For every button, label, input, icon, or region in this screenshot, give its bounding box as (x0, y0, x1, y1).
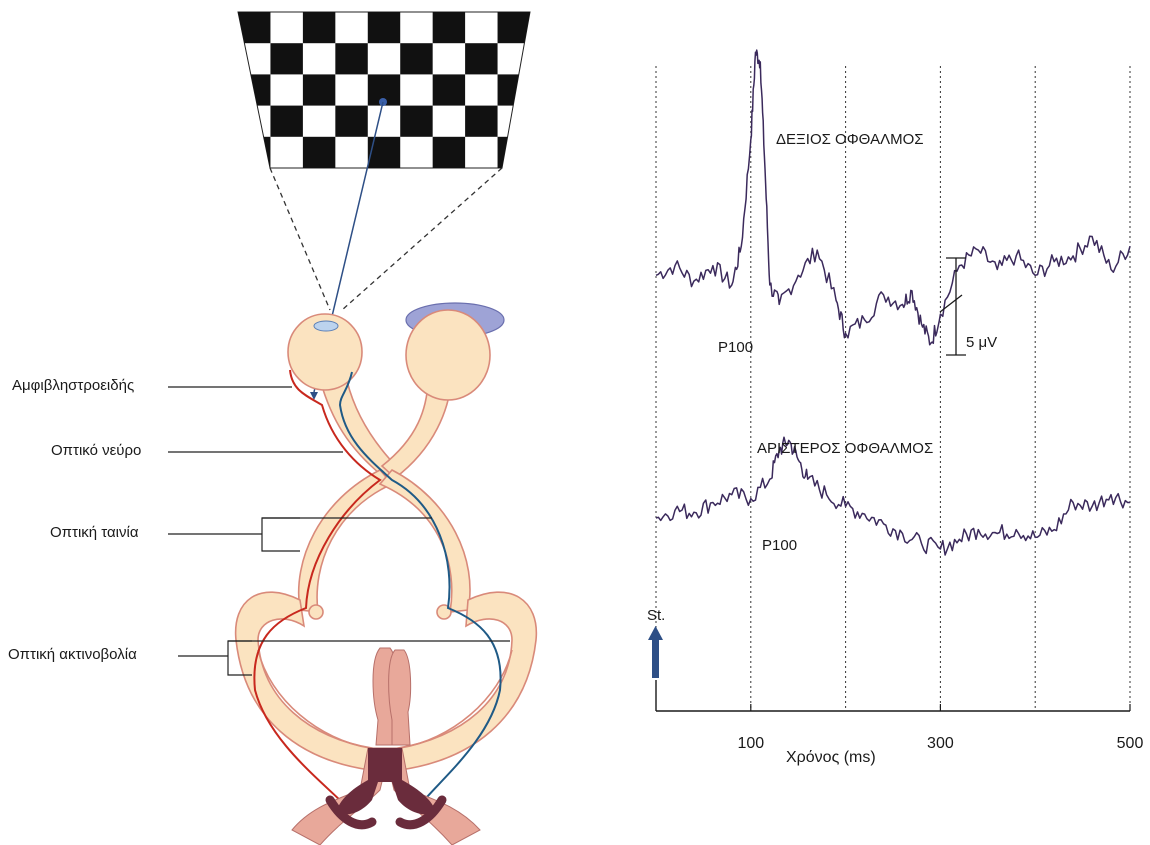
checker-square (303, 12, 335, 43)
visual-pathway-diagram (168, 12, 536, 845)
label-optic-nerve: Οπτικό νεύρο (51, 442, 141, 459)
series-label-right-eye: ΔΕΞΙΟΣ ΟΦΘΑΛΜΟΣ (776, 131, 924, 148)
checker-square (335, 43, 367, 74)
x-axis-label: Χρόνος (ms) (786, 749, 876, 766)
checker-square (238, 137, 270, 168)
checker-square (368, 12, 400, 43)
x-tick-label: 500 (1117, 735, 1144, 752)
checker-square (270, 106, 302, 137)
vertical-grid (656, 66, 1130, 708)
peak-label-left-eye: P100 (762, 537, 797, 554)
checker-square (270, 43, 302, 74)
checker-square (400, 106, 432, 137)
peak-label-right-eye: P100 (718, 339, 753, 356)
label-retina: Αμφιβληστροειδής (12, 377, 134, 394)
checker-square (368, 137, 400, 168)
stimulus-arrow-icon (648, 626, 663, 678)
checker-square (433, 137, 465, 168)
traces (656, 50, 1130, 555)
checker-square (498, 137, 530, 168)
label-optic-radiation: Οπτική ακτινοβολία (8, 646, 137, 663)
label-optic-tract: Οπτική ταινία (50, 524, 139, 541)
checker-square (498, 12, 530, 43)
checker-square (433, 74, 465, 105)
series-label-left-eye: ΑΡΙΣΤΕΡΟΣ ΟΦΘΑΛΜΟΣ (757, 440, 933, 457)
checkerboard-stimulus (238, 12, 530, 168)
checker-square (238, 74, 270, 105)
label-leader-lines (168, 387, 510, 675)
checker-square (400, 43, 432, 74)
checker-square (303, 74, 335, 105)
checker-square (303, 137, 335, 168)
checker-square (498, 74, 530, 105)
stimulus-label: St. (647, 607, 665, 624)
checker-square (335, 106, 367, 137)
left-eye (406, 303, 504, 400)
scale-bar-label: 5 μV (966, 334, 997, 351)
trace-right-eye (656, 50, 1130, 345)
checker-square (433, 12, 465, 43)
checker-square (465, 106, 497, 137)
x-tick-label: 300 (927, 735, 954, 752)
checker-square (238, 12, 270, 43)
checker-square (465, 43, 497, 74)
x-tick-label: 100 (737, 735, 764, 752)
